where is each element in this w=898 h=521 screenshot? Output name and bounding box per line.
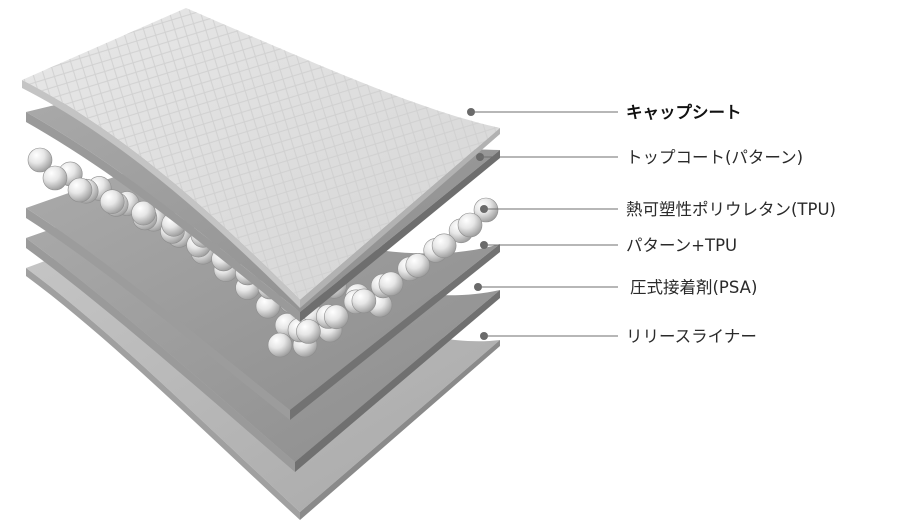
tpu-bead bbox=[296, 319, 321, 344]
top-coat-edge bbox=[300, 150, 500, 322]
label-pattern-tpu: パターン+TPU bbox=[480, 236, 737, 255]
tpu-bead bbox=[378, 271, 404, 297]
layer-label-tpu: 熱可塑性ポリウレタン(TPU) bbox=[626, 200, 836, 219]
layer-label-top-coat: トップコート(パターン) bbox=[626, 148, 803, 167]
tpu-bead bbox=[267, 332, 293, 358]
layer-label-pattern-tpu: パターン+TPU bbox=[626, 236, 737, 255]
tpu-bead bbox=[405, 253, 431, 278]
release-liner-edge bbox=[300, 340, 500, 520]
layer-label-psa: 圧式接着剤(PSA) bbox=[630, 278, 757, 297]
psa-edge bbox=[295, 290, 500, 472]
layer-label-release-liner: リリースライナー bbox=[626, 327, 757, 346]
tpu-bead bbox=[99, 189, 125, 214]
pattern-tpu-edge bbox=[290, 244, 500, 420]
tpu-bead bbox=[131, 200, 156, 226]
label-release-liner: リリースライナー bbox=[480, 327, 757, 346]
label-top-coat: トップコート(パターン) bbox=[476, 148, 803, 167]
label-cap-sheet: キャップシート bbox=[467, 102, 742, 122]
label-tpu: 熱可塑性ポリウレタン(TPU) bbox=[480, 200, 836, 219]
tpu-bead-layer bbox=[27, 147, 499, 358]
tpu-bead bbox=[42, 165, 68, 191]
layer-label-cap-sheet: キャップシート bbox=[626, 102, 742, 122]
tpu-bead bbox=[67, 177, 93, 203]
label-psa: 圧式接着剤(PSA) bbox=[474, 278, 757, 297]
tpu-bead bbox=[457, 212, 483, 238]
tpu-bead bbox=[431, 233, 457, 259]
cap-sheet-layer bbox=[22, 8, 500, 308]
cap-sheet-edge bbox=[300, 128, 500, 308]
tpu-bead bbox=[351, 288, 377, 314]
tpu-bead bbox=[323, 304, 349, 330]
tpu-bead bbox=[27, 147, 53, 173]
